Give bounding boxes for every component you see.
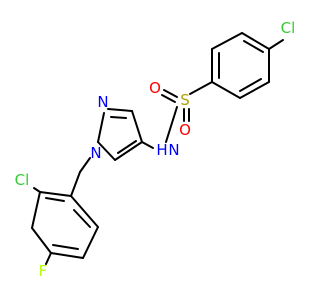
double-bond [73, 209, 91, 228]
oxygen-atom-label: O [179, 121, 191, 139]
bond [131, 110, 143, 143]
bond [31, 191, 41, 229]
bond-ring-s [189, 81, 213, 95]
double-bond [110, 116, 127, 119]
sulfur-atom-label: S [180, 91, 190, 109]
molecule-diagram: Cl S O O N H N N Cl F [15, 19, 296, 280]
bond-ring-f [45, 252, 52, 265]
pyrazole-ring [97, 108, 143, 161]
fluorine-atom-label: F [39, 262, 48, 280]
bond-s-o [161, 94, 176, 103]
bond-n-c4 [141, 141, 154, 149]
bond [70, 195, 99, 228]
bond [50, 252, 84, 259]
oxygen-atom-label: O [149, 79, 161, 97]
double-bond [239, 78, 262, 92]
double-bond [52, 244, 79, 250]
chlorine-atom-label: Cl [281, 19, 296, 37]
bond [211, 81, 241, 99]
chlorine-atom-label: Cl [15, 171, 30, 189]
double-bond [117, 140, 137, 154]
bond [82, 226, 99, 259]
chlorophenyl-ring [211, 32, 270, 99]
hydrogen-atom-label: H [156, 141, 167, 159]
bond [39, 191, 72, 197]
bond [211, 32, 243, 50]
structure-svg: Cl S O O N H N N Cl F [15, 19, 296, 280]
bond [107, 108, 133, 112]
bond-ring-cl [33, 187, 41, 193]
fluorochlorobenzyl-ring [31, 191, 99, 259]
bond [239, 81, 270, 99]
bond-n-ch2 [79, 157, 91, 173]
bond-s-n [165, 106, 178, 143]
nitrogen-atom-label: N [168, 141, 179, 159]
nitrogen-atom-label: N [90, 144, 101, 162]
double-bond [243, 40, 264, 53]
bond [97, 141, 116, 161]
bond [114, 141, 143, 161]
bond-ch2-ring [70, 171, 81, 197]
bond-s-o [163, 89, 178, 98]
bond [31, 227, 52, 254]
bond-ring-cl [268, 39, 284, 50]
bond [97, 112, 105, 143]
double-bond [45, 197, 65, 202]
nitrogen-atom-label: N [97, 93, 108, 111]
bond [241, 32, 270, 50]
